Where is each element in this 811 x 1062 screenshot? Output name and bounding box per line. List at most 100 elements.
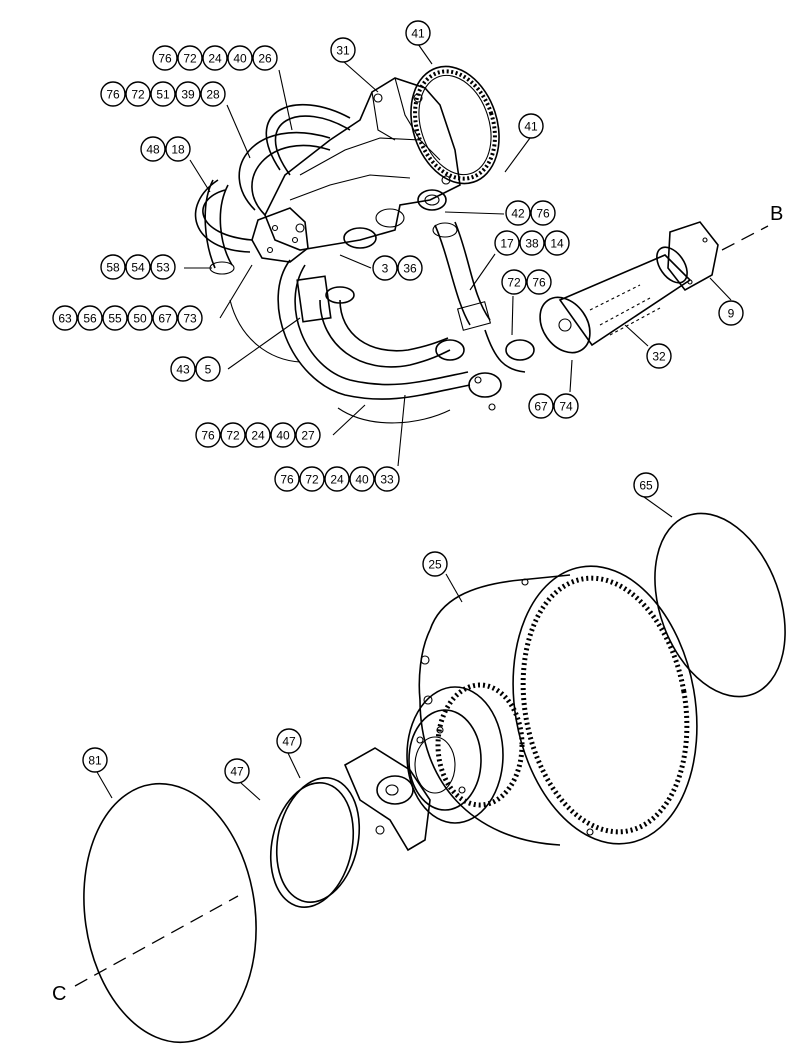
converter-housing (418, 565, 698, 846)
callout-bubble (252, 45, 278, 71)
callout-bubble (646, 343, 672, 369)
callout-number: 28 (206, 88, 220, 102)
callout-bubble (530, 200, 556, 226)
callout-number: 65 (639, 479, 653, 493)
callout-group-g17: 32 (646, 343, 672, 369)
callout-number: 5 (205, 363, 212, 377)
callout-number: 50 (133, 312, 147, 326)
tube-set-lower (229, 259, 502, 424)
callout-bubble (152, 305, 178, 331)
callout-number: 72 (183, 52, 197, 66)
callout-number: 72 (507, 276, 521, 290)
callout-number: 56 (83, 312, 97, 326)
callout-number: 33 (380, 473, 394, 487)
leader-lines (74, 43, 769, 987)
callout-bubble (100, 254, 126, 280)
callout-number: 73 (183, 312, 197, 326)
callout-number: 47 (230, 765, 244, 779)
callout-bubble (227, 45, 253, 71)
callout-number: 63 (58, 312, 72, 326)
callout-group-g15: 72 76 (501, 269, 552, 295)
callout-bubble (77, 305, 103, 331)
callout-group-g23: 81 (82, 747, 108, 773)
callout-bubble (324, 466, 350, 492)
callout-number: 32 (652, 350, 666, 364)
callout-bubble (52, 305, 78, 331)
callout-number: 40 (276, 429, 290, 443)
callout-number: 9 (728, 307, 735, 321)
callout-number: 54 (131, 261, 145, 275)
callout-group-g11: 41 (405, 20, 431, 46)
callout-bubble (125, 254, 151, 280)
callout-bubble (519, 230, 545, 256)
callout-bubble (422, 551, 448, 577)
callout-number: 27 (301, 429, 315, 443)
lower-assembly-drawing (83, 512, 786, 1044)
callout-bubble (202, 45, 228, 71)
callout-group-g20: 25 (422, 551, 448, 577)
callout-number: 14 (550, 237, 564, 251)
callout-bubble (140, 136, 166, 162)
callout-number: 76 (532, 276, 546, 290)
callout-bubble (518, 113, 544, 139)
callout-group-g12: 41 (518, 113, 544, 139)
callout-bubble (405, 20, 431, 46)
callout-number: 72 (305, 473, 319, 487)
callout-bubble (224, 758, 250, 784)
callout-bubble (633, 472, 659, 498)
callout-number: 47 (282, 735, 296, 749)
callout-bubble (374, 466, 400, 492)
callout-bubble (175, 81, 201, 107)
callout-bubble (170, 356, 196, 382)
callout-number: 72 (226, 429, 240, 443)
callout-number: 76 (280, 473, 294, 487)
seal-ring-47-b (269, 777, 361, 908)
callout-bubble (177, 45, 203, 71)
tube-17 (432, 221, 535, 373)
callout-bubble (125, 81, 151, 107)
callout-group-g21: 47 (224, 758, 250, 784)
callout-number: 53 (156, 261, 170, 275)
callout-bubble (82, 747, 108, 773)
callout-number: 17 (500, 237, 514, 251)
callout-number: 72 (131, 88, 145, 102)
upper-assembly-drawing (194, 65, 719, 424)
callout-bubble (330, 37, 356, 63)
callout-bubble (102, 305, 128, 331)
callout-number: 26 (258, 52, 272, 66)
callout-number: 39 (181, 88, 195, 102)
callout-number: 55 (108, 312, 122, 326)
callout-bubble (200, 81, 226, 107)
callout-group-g5: 63 56 55 50 67 73 (52, 305, 203, 331)
callout-bubble (150, 254, 176, 280)
callout-number: 40 (355, 473, 369, 487)
callout-number: 18 (171, 143, 185, 157)
section-letter-c: C (52, 983, 66, 1005)
callout-number: 76 (201, 429, 215, 443)
callout-number: 76 (158, 52, 172, 66)
impeller-hub (406, 682, 525, 824)
seal-ring-65 (654, 512, 786, 698)
callout-number: 36 (403, 262, 417, 276)
callout-number: 76 (106, 88, 120, 102)
callout-number: 67 (158, 312, 172, 326)
callout-bubble (372, 255, 398, 281)
pump-housing (264, 77, 461, 251)
callout-number: 67 (534, 400, 548, 414)
callout-bubble (152, 45, 178, 71)
callout-bubble (276, 728, 302, 754)
section-letter-b: B (770, 203, 783, 225)
callout-bubble (349, 466, 375, 492)
callout-bubble (100, 81, 126, 107)
callout-number: 41 (411, 27, 425, 41)
